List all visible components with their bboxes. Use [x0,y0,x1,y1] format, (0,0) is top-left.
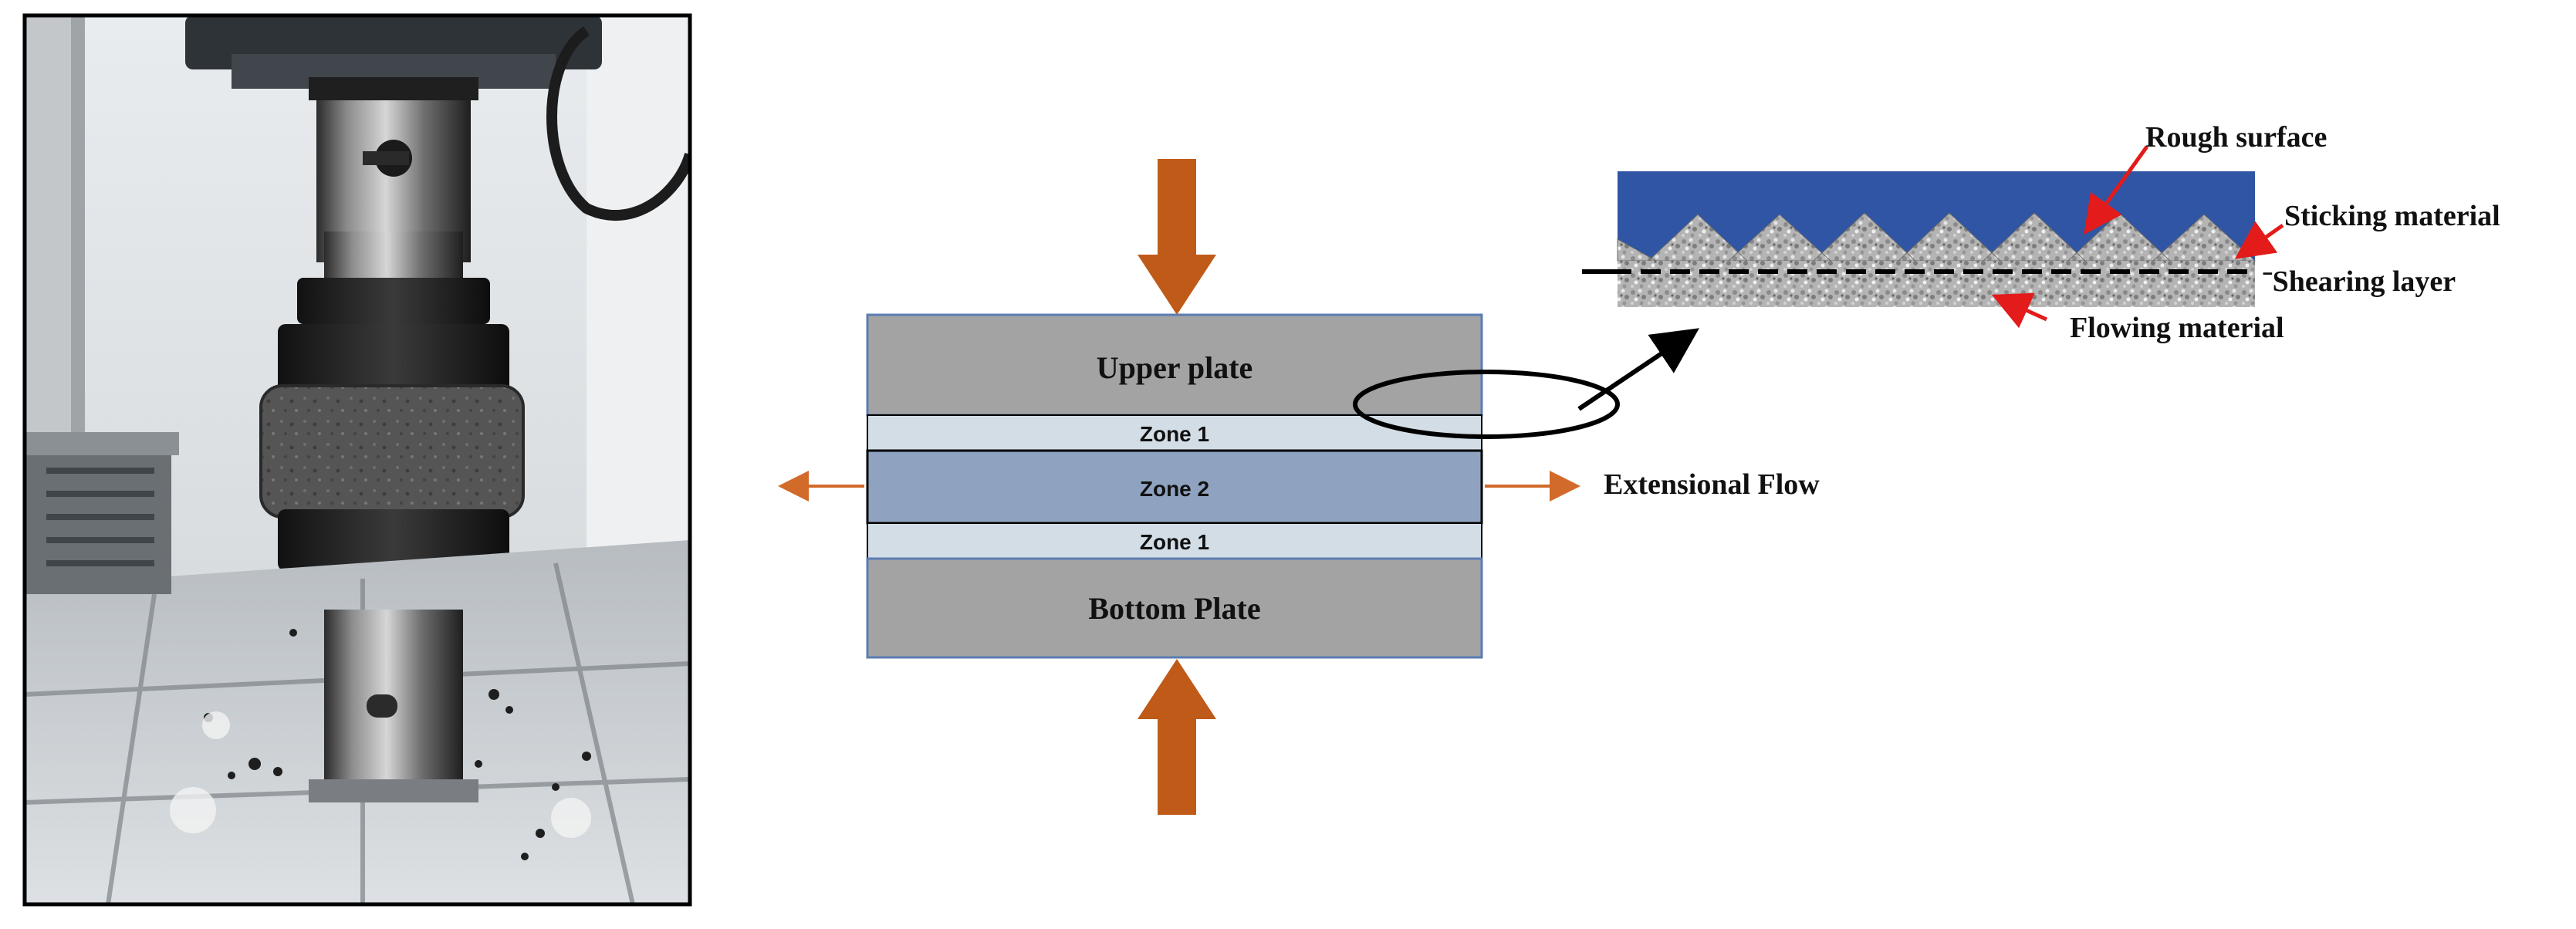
sticking-material-arrow [2234,221,2284,259]
bottom-force-arrow [1138,659,1216,815]
photo-frame [22,13,692,907]
rough-surface-arrow [2084,145,2149,235]
flowing-material-label: Flowing material [2070,312,2284,344]
bottom-plate [866,557,1483,659]
zone-1-top-label: Zone 1 [1140,422,1209,446]
shearing-layer-label: ˉShearing layer [2263,265,2456,298]
upper-plate-label: Upper plate [1097,350,1253,385]
detail-highlight-ellipse [1353,370,1620,439]
flowing-material-layer [1618,261,2255,307]
upper-plate [866,313,1483,417]
zone-2-label: Zone 2 [1140,477,1209,501]
rough-surface-label: Rough surface [2145,121,2327,154]
sticking-material-teeth [1617,212,2257,262]
top-force-arrow [1138,159,1216,315]
detail-pointer-arrow [1577,328,1699,411]
bottom-plate-label: Bottom Plate [1088,591,1260,626]
zone-2 [866,449,1483,525]
extensional-flow-label: Extensional Flow [1604,468,1820,501]
surface-detail-inset: Rough surface Sticking material ˉShearin… [1582,121,2500,344]
compression-test-photo [25,15,690,904]
zone-1-bottom [867,522,1482,559]
sticking-material-label: Sticking material [2284,200,2500,232]
flowing-material-arrow [1991,292,2048,329]
zone-1-bottom-label: Zone 1 [1140,530,1209,554]
compression-diagram: Upper plate Zone 1 Zone 2 Zone 1 Bottom … [778,159,1820,815]
